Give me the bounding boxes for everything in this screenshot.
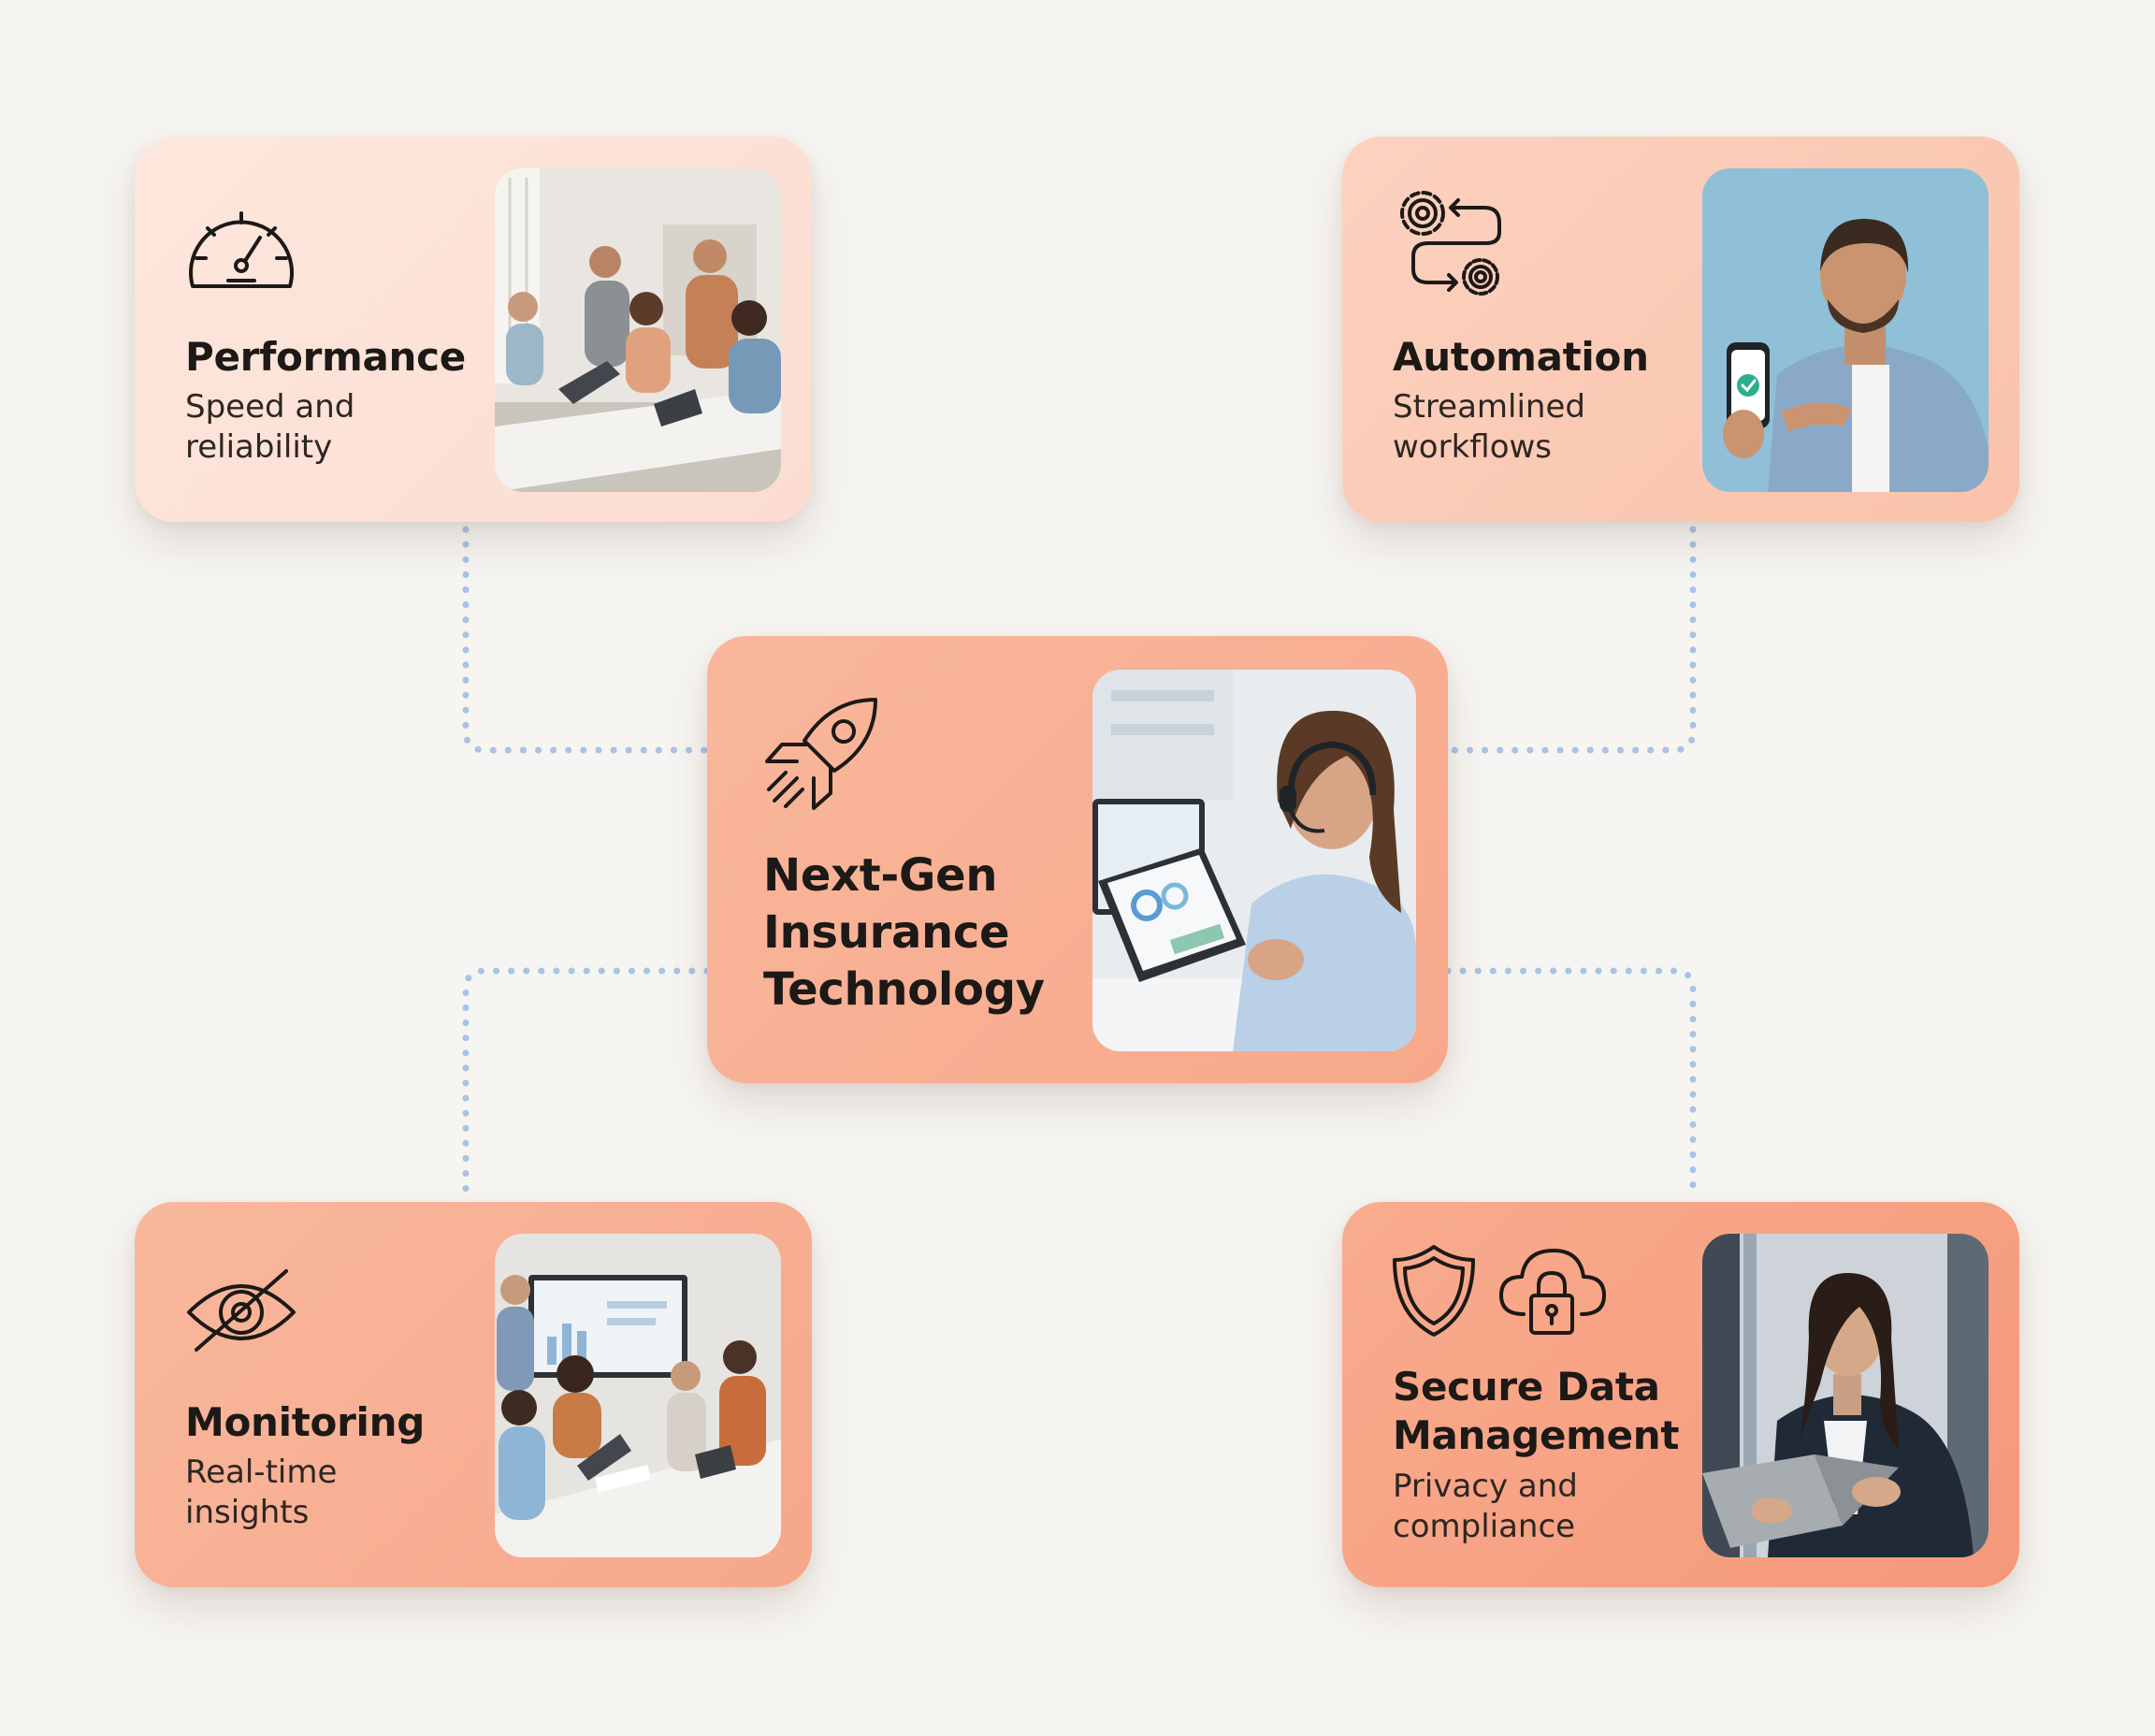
card-title: Automation (1393, 334, 1649, 380)
card-subtitle-line: Streamlined (1393, 388, 1585, 426)
card-subtitle-line: Speed and (185, 388, 355, 426)
card-next-gen-insurance-technology[interactable]: Next-Gen Insurance Technology (707, 636, 1448, 1083)
card-monitoring[interactable]: Monitoring Real-time insights (135, 1202, 812, 1587)
eye-target-icon (183, 1266, 299, 1355)
card-performance[interactable]: Performance Speed and reliability (135, 137, 812, 522)
shield-icon (1391, 1243, 1477, 1338)
card-automation[interactable]: Automation Streamlined workflows (1342, 137, 2019, 522)
center-title-line: Technology (763, 963, 1045, 1016)
cloud-lock-icon (1496, 1243, 1608, 1338)
center-title-line: Insurance (763, 906, 1010, 959)
support-agent-with-headset-and-tablet-photo (1092, 670, 1416, 1051)
team-reviewing-dashboard-photo (495, 1234, 781, 1557)
card-secure-data-management[interactable]: Secure Data Management Privacy and compl… (1342, 1202, 2019, 1587)
connector-performance-center (462, 526, 711, 754)
connector-center-secure (1444, 967, 1697, 1197)
center-title-line: Next-Gen (763, 849, 998, 902)
man-holding-phone-with-check-photo (1702, 168, 1989, 492)
card-subtitle-line: reliability (185, 428, 333, 466)
speedometer-icon (183, 200, 299, 294)
connector-center-monitoring (462, 967, 711, 1197)
rocket-icon (759, 692, 883, 816)
card-subtitle-line: insights (185, 1494, 310, 1531)
card-subtitle-line: compliance (1393, 1508, 1576, 1545)
gears-workflow-icon (1391, 183, 1512, 305)
card-subtitle-line: workflows (1393, 428, 1553, 466)
card-subtitle-line: Real-time (185, 1454, 338, 1491)
card-title: Performance (185, 334, 466, 380)
businesswoman-with-laptop-photo (1702, 1234, 1989, 1557)
card-title-line: Management (1393, 1412, 1680, 1458)
card-title: Monitoring (185, 1399, 425, 1445)
team-collaborating-at-laptops-photo (495, 168, 781, 492)
connector-automation-center (1444, 526, 1697, 754)
card-title-line: Secure Data (1393, 1364, 1660, 1410)
card-subtitle-line: Privacy and (1393, 1468, 1578, 1505)
